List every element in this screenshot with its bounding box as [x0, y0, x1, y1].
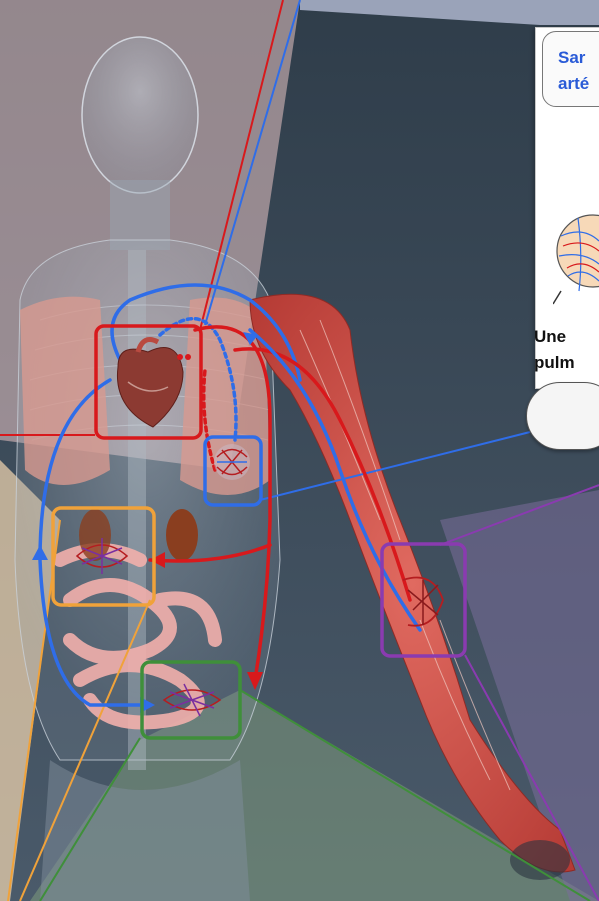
kidney-right [166, 509, 198, 561]
caption-line-1: Une [534, 327, 566, 346]
caption-line-2: pulm [534, 353, 575, 372]
lung-capillary-icon [214, 444, 250, 480]
info-card-title: Sar arté [558, 45, 589, 97]
title-line-2: arté [558, 74, 589, 93]
info-card-caption: Une pulm [534, 324, 575, 376]
info-card-button[interactable] [526, 382, 599, 450]
alveolus-icon [553, 196, 599, 306]
title-line-1: Sar [558, 48, 585, 67]
